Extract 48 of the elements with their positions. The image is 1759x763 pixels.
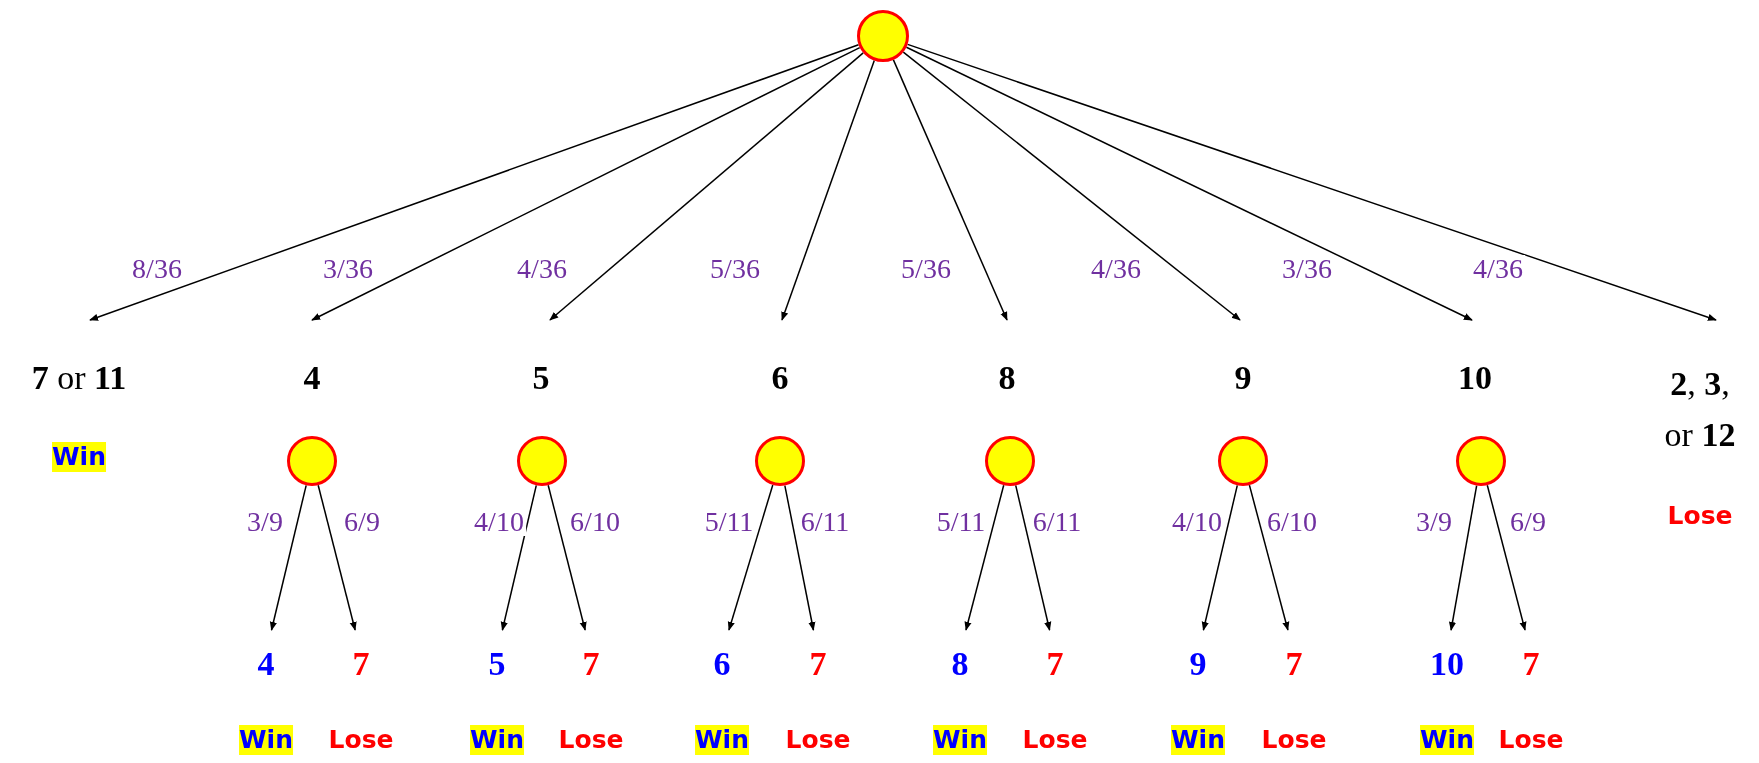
outcome-value: 8 [998,358,1016,398]
arrow [500,484,538,631]
arrow [1014,484,1052,631]
arrow [1248,484,1290,631]
outcome-value: 7 or 11 [31,358,127,398]
arrow [1486,484,1527,631]
arrow [549,52,864,321]
arrow [317,484,357,631]
outcome-value: 9 [1189,644,1207,684]
result-label: Lose [1022,725,1088,755]
outcome-value: 5 [488,644,506,684]
outcome-value: 4 [257,644,275,684]
outcome-value: 7 [582,644,600,684]
result-label: Lose [1667,501,1733,531]
outcome-value: 7 [1046,644,1064,684]
outcome-value: 8 [951,644,969,684]
outcome-value: 10 [1458,358,1492,398]
result-label: Win [52,442,106,472]
arrow [727,484,774,631]
outcome-value: 2, 3, or 12 [1663,364,1737,455]
outcome-value: 9 [1234,358,1252,398]
outcome-value: 10 [1430,644,1464,684]
arrow [1448,484,1478,631]
arrow [902,51,1241,321]
outcome-value: 7 [1522,644,1540,684]
result-label: Lose [1498,725,1564,755]
result-label: Win [1420,725,1474,755]
outcome-value: 4 [303,358,321,398]
outcome-value: 6 [713,644,731,684]
arrow [784,484,816,631]
result-label: Lose [558,725,624,755]
result-label: Lose [785,725,851,755]
outcome-value: 5 [532,358,550,398]
result-label: Win [695,725,749,755]
outcome-value: 7 [352,644,370,684]
result-label: Win [239,725,293,755]
outcome-value: 7 [809,644,827,684]
arrow [547,484,587,631]
result-label: Lose [1261,725,1327,755]
result-label: Lose [328,725,394,755]
outcome-value: 7 [1285,644,1303,684]
outcome-value: 6 [771,358,789,398]
arrow [964,484,1005,631]
result-label: Win [933,725,987,755]
arrow [1201,484,1239,631]
result-label: Win [1171,725,1225,755]
arrow [269,484,307,631]
result-label: Win [470,725,524,755]
